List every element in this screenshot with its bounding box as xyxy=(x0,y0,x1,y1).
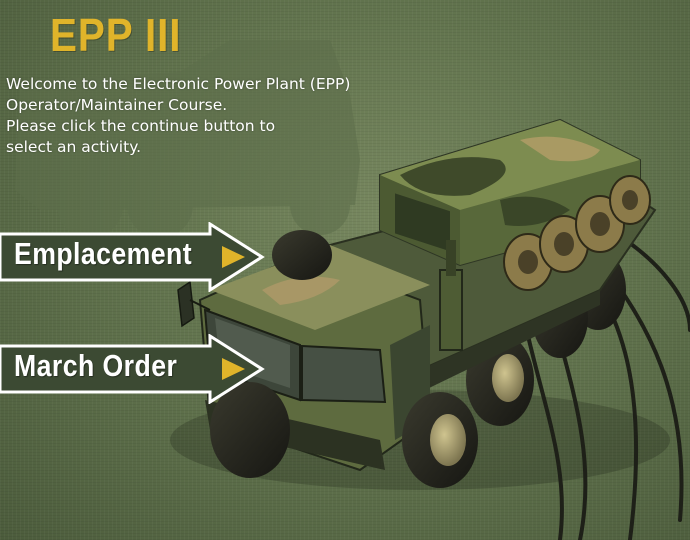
front-wheels xyxy=(210,230,478,488)
arrow-shape xyxy=(0,334,265,404)
march-order-label: March Order xyxy=(14,348,178,383)
march-order-button[interactable]: March Order xyxy=(0,334,266,404)
generator-shelter xyxy=(379,118,641,267)
play-triangle-icon xyxy=(222,246,245,268)
app-title: EPP III xyxy=(50,9,182,61)
emplacement-button[interactable]: Emplacement xyxy=(0,222,266,292)
welcome-message: Welcome to the Electronic Power Plant (E… xyxy=(6,75,351,156)
truck-cab xyxy=(198,240,463,472)
emplacement-label: Emplacement xyxy=(14,236,193,271)
arrow-shape xyxy=(0,222,265,292)
play-triangle-icon xyxy=(222,358,245,380)
